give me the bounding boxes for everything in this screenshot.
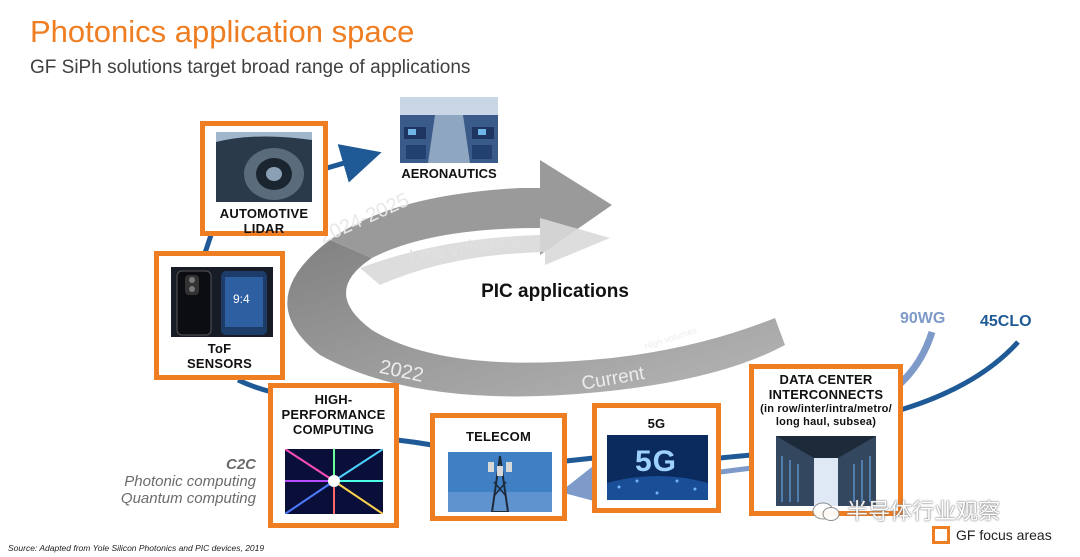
automotive-label-line1: AUTOMOTIVE <box>219 206 309 221</box>
arrow-5g-telecom-lower <box>560 464 604 504</box>
page-subtitle: GF SiPh solutions target broad range of … <box>30 57 471 78</box>
hpc-label-line1: HIGH- <box>314 392 353 407</box>
c2c-title: C2C <box>225 456 256 473</box>
legend-label: GF focus areas <box>956 527 1052 543</box>
tof-label-line1: ToF <box>207 341 232 356</box>
connector-telecom-5g <box>565 455 595 464</box>
data-center-image <box>776 436 876 506</box>
data-center-box: DATA CENTER INTERCONNECTS (in row/inter/… <box>749 364 903 516</box>
fiveg-box: 5G 5G <box>592 403 721 513</box>
page-title: Photonics application space <box>30 14 415 49</box>
connector-lidar-aero <box>326 144 382 183</box>
fiveg-image: 5G <box>607 435 708 500</box>
svg-text:9:4: 9:4 <box>233 292 250 306</box>
c2c-notes: C2C Photonic computing Quantum computing <box>100 456 256 507</box>
data-center-detail-line2: long haul, subsea) <box>775 416 877 428</box>
line-90wg-lower <box>719 465 753 475</box>
watermark: 半导体行业观察 <box>812 494 1000 526</box>
data-center-detail-line1: (in row/inter/intra/metro/ <box>760 403 892 415</box>
telecom-label: TELECOM <box>466 429 531 444</box>
watermark-text: 半导体行业观察 <box>846 499 1001 524</box>
label-45clo: 45CLO <box>980 313 1032 330</box>
connector-5g-dc <box>719 452 753 461</box>
tof-sensors-box: 9:4 ToF SENSORS <box>154 251 285 380</box>
automotive-image <box>216 132 312 202</box>
fiveg-image-text: 5G <box>635 445 678 478</box>
tof-label-line2: SENSORS <box>187 356 252 371</box>
legend: GF focus areas <box>932 526 1052 544</box>
connector-hpc-telecom <box>396 437 433 448</box>
telecom-box: TELECOM <box>430 413 567 521</box>
c2c-line-1: Photonic computing <box>124 473 256 490</box>
source-note: Source: Adapted from Yole Silicon Photon… <box>8 543 265 553</box>
aeronautics-image <box>400 97 498 163</box>
data-center-title-line2: INTERCONNECTS <box>768 387 884 402</box>
fiveg-label: 5G <box>647 416 666 431</box>
automotive-label-line2: LIDAR <box>243 221 285 236</box>
hpc-image <box>285 449 383 514</box>
tof-image: 9:4 <box>171 267 273 337</box>
pic-applications-label: PIC applications <box>481 281 629 302</box>
connector-tof-hpc <box>236 377 273 395</box>
c2c-line-2: Quantum computing <box>120 490 256 507</box>
wechat-icon <box>812 502 840 522</box>
data-center-title-line1: DATA CENTER <box>779 372 873 387</box>
hpc-label-line2: PERFORMANCE <box>281 407 386 422</box>
telecom-image <box>448 452 552 512</box>
aeronautics-label: AERONAUTICS <box>401 166 497 181</box>
label-90wg: 90WG <box>900 310 946 327</box>
gray-arc-lower <box>287 240 785 397</box>
light-arrow <box>360 218 610 285</box>
hpc-box: HIGH- PERFORMANCE COMPUTING <box>268 383 399 528</box>
hpc-label-line3: COMPUTING <box>292 422 375 437</box>
legend-swatch <box>932 526 950 544</box>
automotive-lidar-box: AUTOMOTIVE LIDAR <box>200 121 328 236</box>
